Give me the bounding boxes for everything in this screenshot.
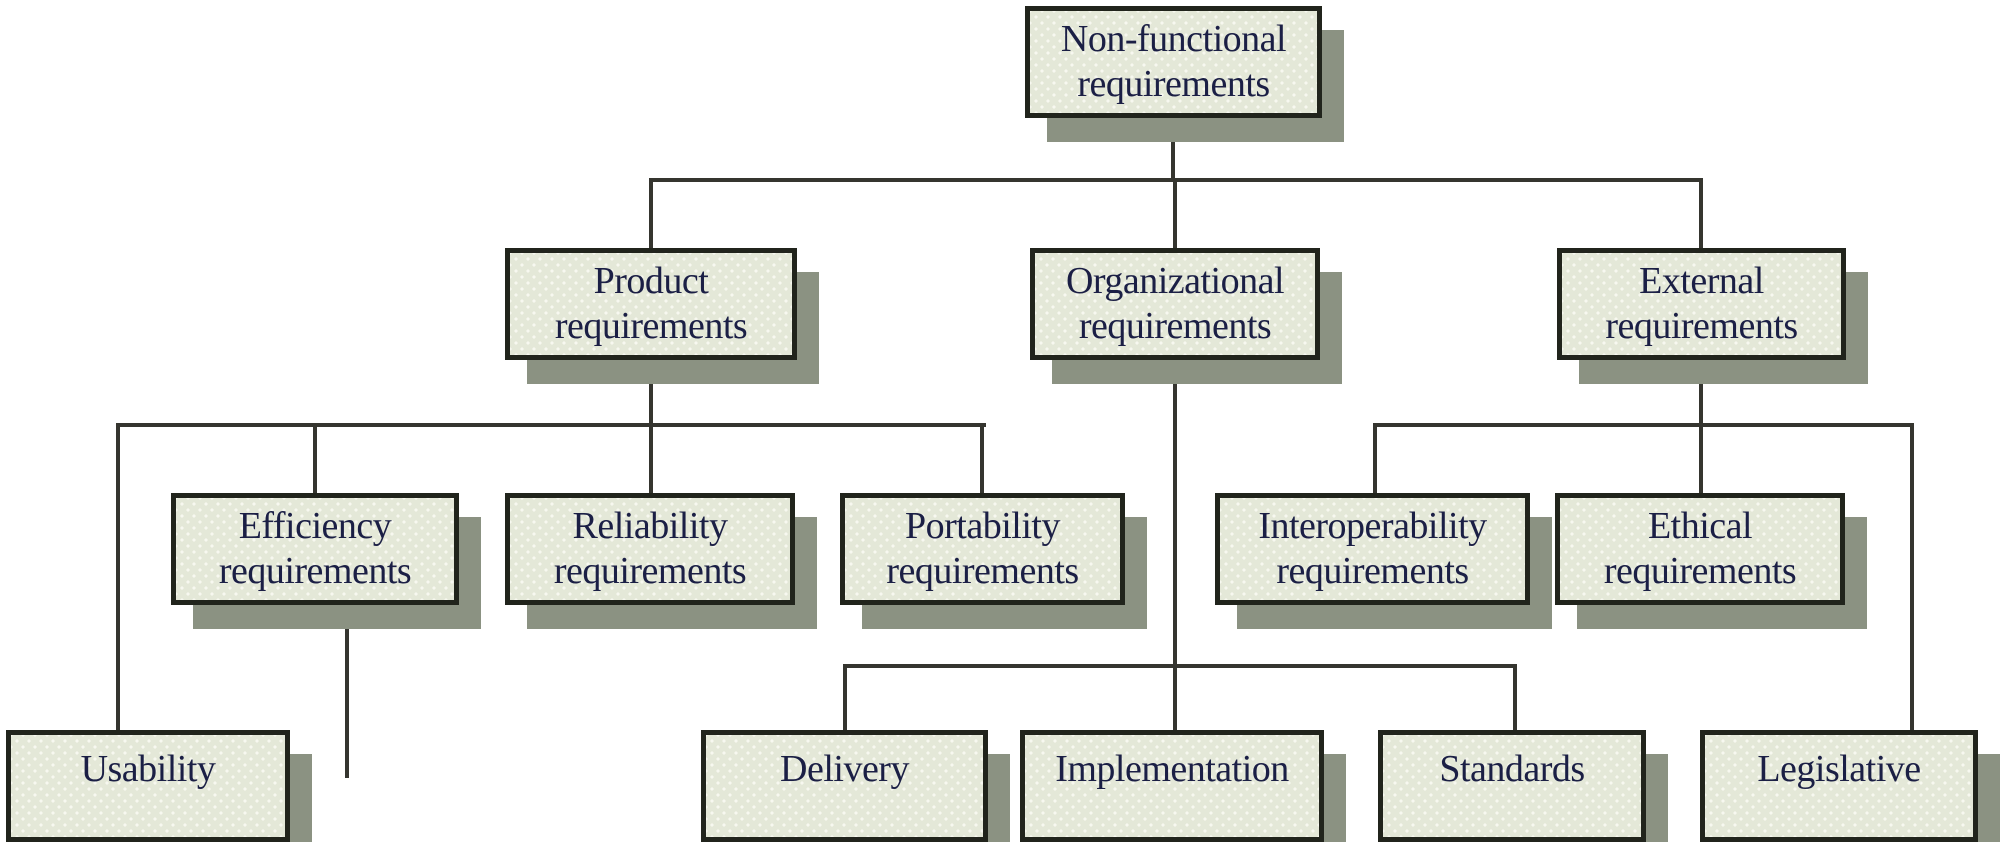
- node-organizational-requirements: Organizational requirements: [1030, 248, 1320, 360]
- connector-line: [345, 603, 349, 778]
- node-label: Implementation: [1055, 748, 1289, 790]
- node-label: Interoperability requirements: [1258, 505, 1487, 592]
- node-label: Organizational requirements: [1065, 260, 1285, 347]
- connector-line: [1173, 178, 1177, 250]
- node-efficiency-requirements: Efficiency requirements: [171, 493, 459, 605]
- node-legislative-requirements: Legislative: [1700, 730, 1978, 842]
- node-label: Reliability requirements: [553, 505, 747, 592]
- connector-line: [313, 423, 317, 495]
- node-delivery-requirements: Delivery: [701, 730, 988, 842]
- connector-line: [116, 423, 120, 732]
- node-non-functional-requirements: Non-functional requirements: [1025, 6, 1322, 118]
- connector-line: [843, 664, 1517, 668]
- node-label: External requirements: [1605, 260, 1798, 347]
- node-reliability-requirements: Reliability requirements: [505, 493, 795, 605]
- node-usability-requirements: Usability: [6, 730, 290, 842]
- node-implementation-requirements: Implementation: [1020, 730, 1324, 842]
- connector-line: [1373, 423, 1914, 427]
- connector-line: [843, 664, 847, 732]
- connector-line: [1699, 423, 1703, 495]
- node-label: Delivery: [780, 748, 909, 790]
- node-label: Efficiency requirements: [218, 505, 412, 592]
- nonfunctional-requirements-diagram: Non-functional requirements Product requ…: [6, 6, 1978, 842]
- node-label: Legislative: [1757, 748, 1921, 790]
- connector-line: [1373, 423, 1377, 495]
- node-label: Standards: [1439, 748, 1585, 790]
- connector-line: [1171, 116, 1175, 182]
- connector-line: [1513, 664, 1517, 732]
- connector-line: [649, 423, 653, 495]
- node-interoperability-requirements: Interoperability requirements: [1215, 493, 1530, 605]
- connector-line: [1699, 178, 1703, 250]
- node-label: Usability: [80, 748, 216, 790]
- connector-line: [649, 358, 653, 427]
- node-portability-requirements: Portability requirements: [840, 493, 1125, 605]
- connector-line: [1699, 358, 1703, 427]
- connector-line: [1910, 423, 1914, 732]
- node-product-requirements: Product requirements: [505, 248, 797, 360]
- connector-line: [649, 178, 653, 250]
- node-label: Portability requirements: [886, 505, 1079, 592]
- node-label: Product requirements: [554, 260, 748, 347]
- connector-line: [980, 423, 984, 495]
- node-ethical-requirements: Ethical requirements: [1555, 493, 1845, 605]
- connector-line: [1173, 358, 1177, 732]
- node-label: Ethical requirements: [1603, 505, 1797, 592]
- node-external-requirements: External requirements: [1557, 248, 1846, 360]
- connector-line: [116, 423, 986, 427]
- node-label: Non-functional requirements: [1060, 18, 1287, 105]
- node-standards-requirements: Standards: [1378, 730, 1646, 842]
